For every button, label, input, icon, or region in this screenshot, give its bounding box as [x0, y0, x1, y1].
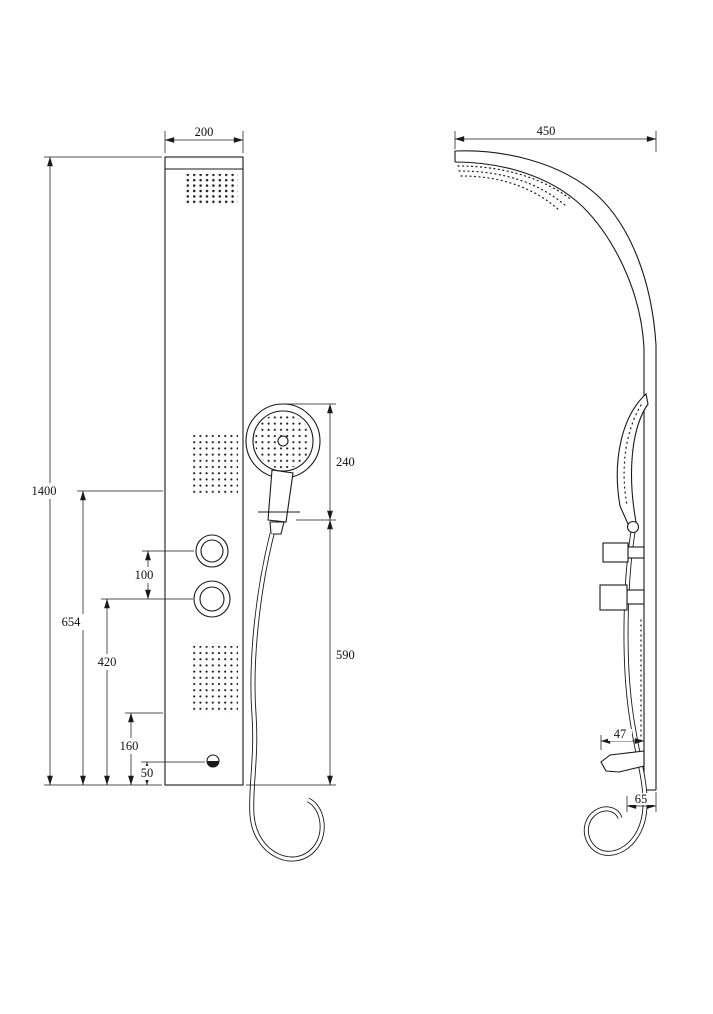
hand-shower-head-ring	[252, 410, 314, 472]
dim-65: 65	[626, 792, 657, 812]
side-profile-back-edge	[454, 150, 657, 790]
hand-shower-front	[245, 403, 321, 535]
dim-label-100: 100	[135, 568, 154, 582]
dim-height-1400: 1400	[27, 156, 162, 786]
dim-label-width: 200	[195, 125, 214, 139]
dim-label-47: 47	[614, 727, 627, 741]
dim-label-654: 654	[62, 615, 82, 629]
dim-50: 50	[135, 761, 205, 786]
diverter-knob	[195, 534, 229, 568]
body-jet-grid-upper	[190, 432, 238, 494]
spout-side	[600, 750, 645, 773]
hose-connector-side	[626, 520, 640, 534]
hand-shower-side	[616, 392, 649, 525]
dim-label-height: 1400	[32, 484, 57, 498]
dim-654: 654	[56, 490, 163, 786]
dim-160: 160	[114, 712, 163, 786]
dim-label-590: 590	[336, 648, 355, 662]
hose-connector-front	[269, 521, 285, 535]
spout-outlet-front	[206, 754, 220, 768]
panel-body-front	[164, 156, 244, 786]
dim-47: 47	[600, 727, 645, 750]
dim-label-240: 240	[336, 455, 355, 469]
dim-240: 240	[286, 403, 355, 521]
dim-label-depth: 450	[537, 124, 556, 138]
dim-label-65: 65	[635, 792, 648, 806]
dim-label-160: 160	[120, 739, 139, 753]
dim-420: 420	[92, 598, 193, 786]
dim-590: 590	[246, 519, 355, 786]
dim-100: 100	[129, 550, 194, 600]
mixer-knob-side	[599, 584, 645, 611]
shower-hose-front	[249, 533, 325, 862]
mixer-knob	[193, 580, 231, 618]
side-view	[454, 150, 657, 856]
rain-shower-nozzles	[186, 174, 238, 205]
diverter-knob-side	[602, 542, 645, 563]
dim-width-200: 200	[164, 125, 244, 153]
rain-nozzle-rows-side	[457, 165, 573, 211]
body-jet-grid-lower	[190, 646, 238, 714]
hand-shower-center-cap	[277, 435, 289, 447]
front-view	[164, 156, 325, 862]
dim-depth-450: 450	[454, 124, 657, 152]
dim-label-50: 50	[141, 766, 154, 780]
shower-hose-side	[583, 531, 648, 856]
hand-shower-handle	[267, 469, 294, 523]
side-profile-front-edge	[454, 161, 645, 790]
dim-label-420: 420	[98, 655, 117, 669]
dimension-annotations: 200 1400 654 420 160	[27, 124, 657, 812]
